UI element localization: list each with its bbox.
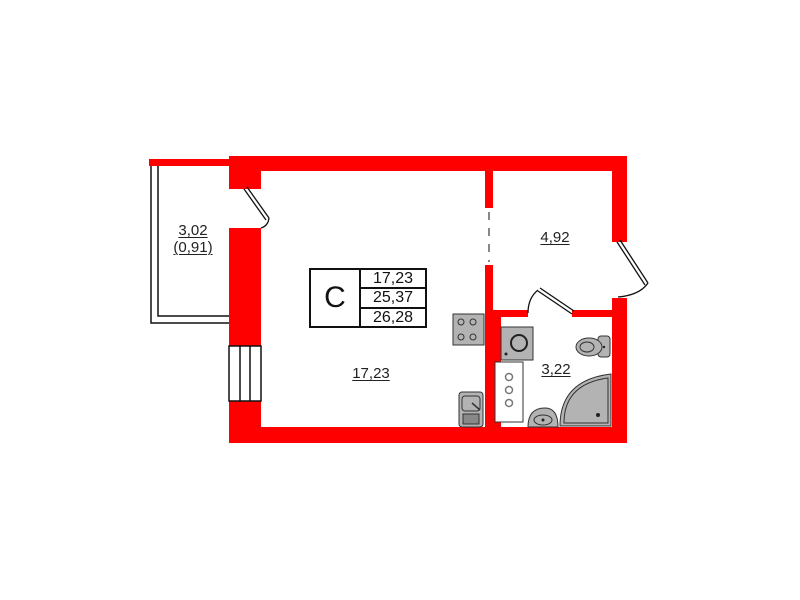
total-area-with-balcony-value: 26,28 — [372, 308, 414, 326]
stove — [452, 313, 485, 346]
toilet — [575, 335, 611, 358]
balcony-outline — [150, 165, 230, 324]
room-type-letter: C — [311, 270, 361, 326]
area-legend: C 17,23 25,37 26,28 — [309, 268, 427, 328]
kitchen-sink — [458, 391, 484, 428]
hallway-area-label: 4,92 — [540, 229, 570, 246]
balcony-area-label: 3,02 — [178, 222, 208, 239]
window — [228, 345, 262, 402]
water-heater — [494, 361, 524, 423]
balcony-top-wall — [149, 159, 231, 166]
shower-tray — [559, 373, 612, 427]
door-entrance — [616, 239, 649, 298]
door-bathroom — [527, 287, 575, 315]
balcony-reduced-area-label: (0,91) — [173, 239, 213, 256]
main-room-area-label: 17,23 — [352, 365, 390, 382]
washing-machine — [500, 326, 534, 361]
door-balcony — [243, 186, 270, 229]
total-area-value: 25,37 — [361, 289, 425, 309]
bathroom-sink — [527, 407, 559, 428]
living-area-value: 17,23 — [361, 270, 425, 290]
bathroom-area-label: 3,22 — [541, 361, 571, 378]
walls — [229, 156, 627, 443]
